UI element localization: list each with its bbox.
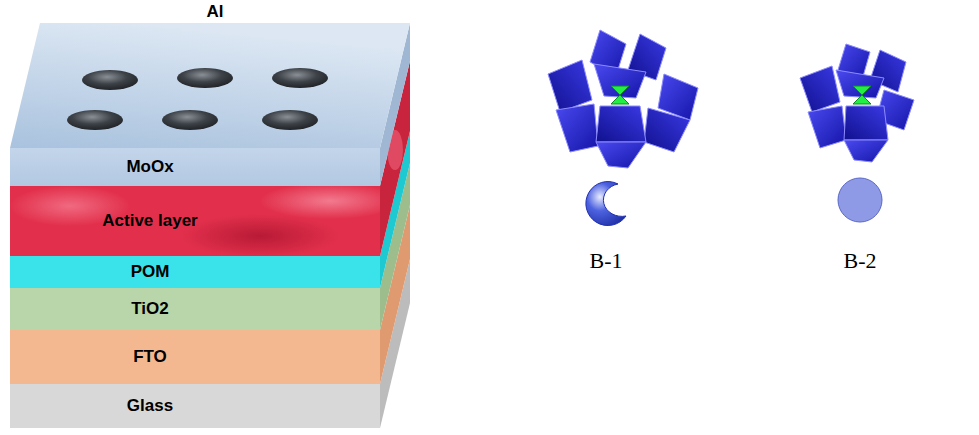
layer-band: MoOx: [10, 148, 380, 186]
circle-symbol: [838, 178, 882, 222]
layer-band: FTO: [10, 330, 380, 384]
layer-name: POM: [131, 262, 170, 282]
moox-top: [10, 23, 410, 148]
layer-name: FTO: [133, 347, 167, 367]
layer-name: MoOx: [126, 157, 173, 177]
layer-name: Glass: [127, 396, 173, 416]
compound-label: B-2: [844, 248, 877, 274]
pom-cluster-b1: [548, 30, 698, 168]
layer-band: Glass: [10, 384, 380, 428]
compound-label: B-1: [590, 248, 623, 274]
layer-band: TiO2: [10, 288, 380, 330]
al-electrodes: [67, 68, 328, 130]
crescent-symbol: [586, 182, 626, 226]
layer-band: POM: [10, 256, 380, 288]
layer-name: Active layer: [102, 211, 197, 231]
electrode-label: Al: [207, 2, 224, 22]
pom-cluster-b2: [800, 44, 914, 162]
layer-name: TiO2: [131, 299, 168, 319]
layer-band: Active layer: [10, 186, 380, 256]
